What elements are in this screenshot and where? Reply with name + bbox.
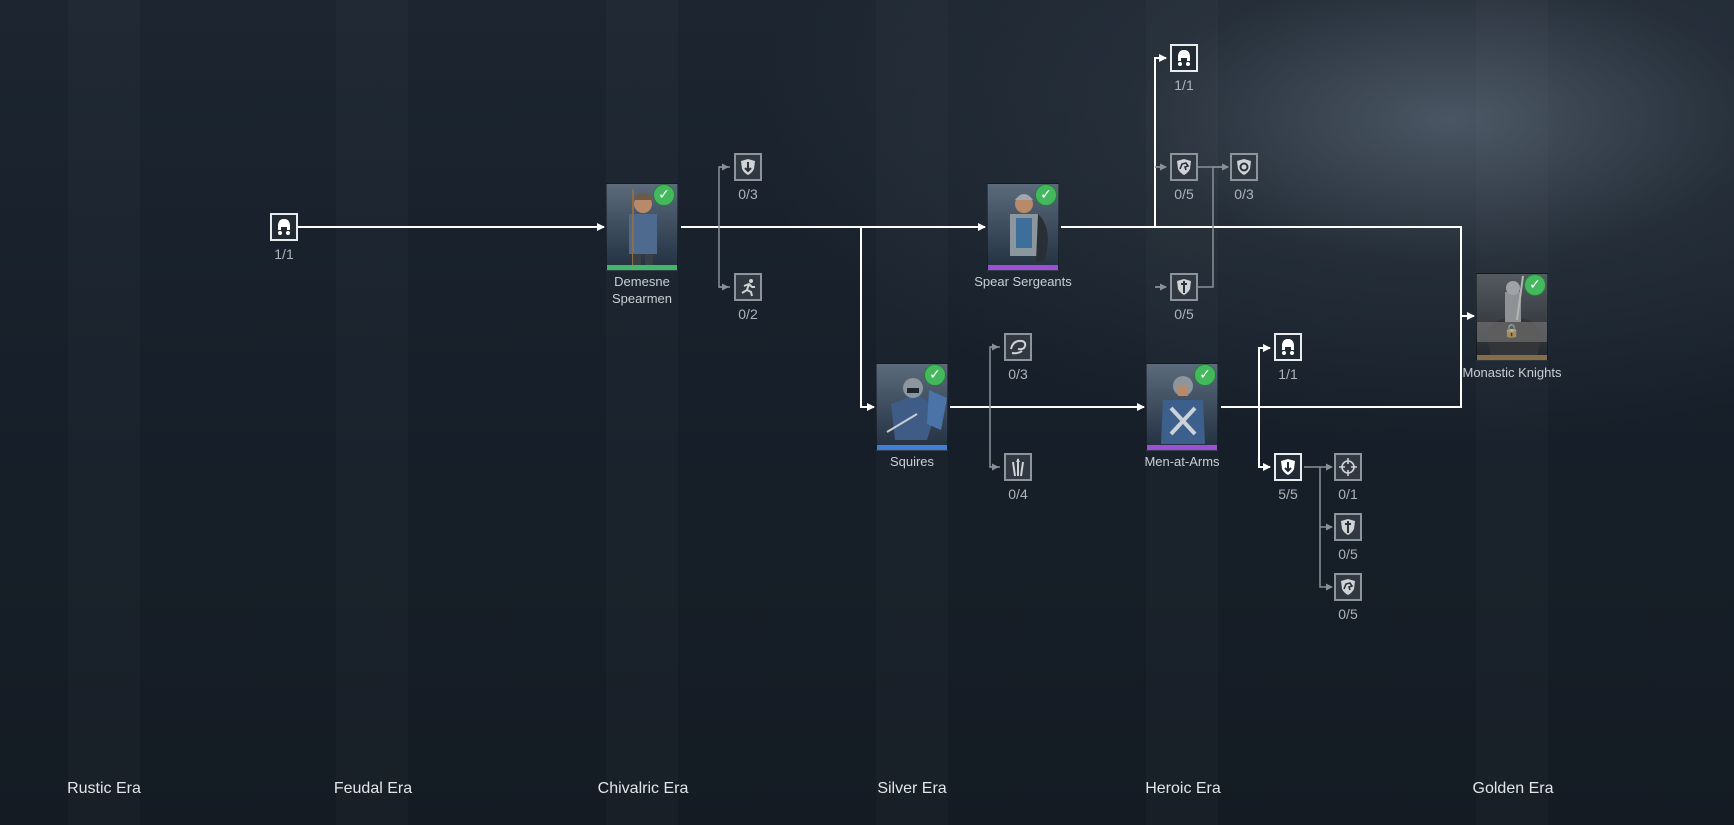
unit-card-monastic-knights[interactable]: 🔒 [1476, 273, 1548, 361]
helmet-icon [278, 219, 290, 235]
rarity-bar-rare [877, 445, 947, 450]
rarity-bar-legendary [1477, 355, 1547, 360]
perk-maa-top[interactable] [1274, 333, 1302, 361]
helmet-icon [1178, 50, 1190, 66]
rarity-bar-epic [1147, 445, 1217, 450]
researched-check-icon: ✓ [924, 364, 946, 386]
era-label-chivalric: Chivalric Era [597, 780, 689, 797]
perk-heroic-low[interactable] [1170, 273, 1198, 301]
researched-check-icon: ✓ [1524, 274, 1546, 296]
shield-horse-icon [1177, 159, 1191, 175]
perk-maa-c3-progress: 0/5 [1338, 606, 1358, 622]
shield-sword-icon [1341, 519, 1355, 535]
unit-portrait [1161, 376, 1205, 444]
perk-maa-c2[interactable] [1334, 513, 1362, 541]
perk-squires-b-progress: 0/4 [1008, 486, 1028, 502]
perk-squires-a-progress: 0/3 [1008, 366, 1028, 382]
perk-maa-c1[interactable] [1334, 453, 1362, 481]
running-man-icon [741, 279, 755, 297]
unit-name-squires: Squires [889, 454, 935, 469]
era-label-golden: Golden Era [1472, 780, 1554, 797]
perk-root-progress: 1/1 [274, 246, 294, 262]
unit-name-demesne-spearmen: Demesne Spearmen [612, 274, 672, 306]
perk-root[interactable] [270, 213, 298, 241]
perk-maa-c3[interactable] [1334, 573, 1362, 601]
perk-maa-c1-progress: 0/1 [1338, 486, 1358, 502]
era-label-feudal: Feudal Era [333, 780, 413, 797]
perk-demesne-b[interactable] [734, 273, 762, 301]
perk-demesne-a[interactable] [734, 153, 762, 181]
unit-portrait [629, 189, 657, 268]
shield-arrow-icon [1281, 459, 1295, 475]
researched-check-icon: ✓ [1194, 364, 1216, 386]
perk-squires-b[interactable] [1004, 453, 1032, 481]
perk-maa-top-progress: 1/1 [1278, 366, 1298, 382]
era-label-heroic: Heroic Era [1145, 780, 1221, 797]
spears-icon [1012, 458, 1024, 477]
shield-sword-icon [1177, 279, 1191, 295]
era-label-silver: Silver Era [877, 780, 947, 797]
unit-portrait [1010, 194, 1048, 262]
perk-heroic-mid-progress: 0/5 [1174, 186, 1194, 202]
unit-name-monastic-knights: Monastic Knights [1462, 365, 1562, 380]
perk-maa-mid-progress: 5/5 [1278, 486, 1298, 502]
shield-horse-icon [1341, 579, 1355, 595]
rarity-bar-common [607, 265, 677, 270]
crosshair-icon [1339, 458, 1357, 476]
unit-name-spear-sergeants: Spear Sergeants [974, 274, 1072, 289]
perk-squires-a[interactable] [1004, 333, 1032, 361]
perk-heroic-mid2-progress: 0/3 [1234, 186, 1254, 202]
unit-card-demesne-spearmen[interactable] [606, 183, 678, 271]
perk-demesne-b-progress: 0/2 [738, 306, 758, 322]
rarity-bar-epic [988, 265, 1058, 270]
perk-heroic-top-progress: 1/1 [1174, 77, 1194, 93]
perk-demesne-a-progress: 0/3 [738, 186, 758, 202]
perk-heroic-mid2[interactable] [1230, 153, 1258, 181]
researched-check-icon: ✓ [653, 184, 675, 206]
swirl-icon [1010, 339, 1027, 355]
lock-icon: 🔒 [1477, 322, 1547, 342]
perk-heroic-mid[interactable] [1170, 153, 1198, 181]
unit-portrait [886, 378, 947, 440]
perk-maa-mid[interactable] [1274, 453, 1302, 481]
shield-arrow-icon [741, 159, 755, 175]
shield-ring-icon [1237, 159, 1251, 175]
perk-heroic-low-progress: 0/5 [1174, 306, 1194, 322]
perk-heroic-top[interactable] [1170, 44, 1198, 72]
perk-maa-c2-progress: 0/5 [1338, 546, 1358, 562]
helmet-icon [1282, 339, 1294, 355]
era-label-rustic: Rustic Era [67, 780, 141, 797]
unit-name-men-at-arms: Men-at-Arms [1144, 454, 1220, 469]
researched-check-icon: ✓ [1035, 184, 1057, 206]
